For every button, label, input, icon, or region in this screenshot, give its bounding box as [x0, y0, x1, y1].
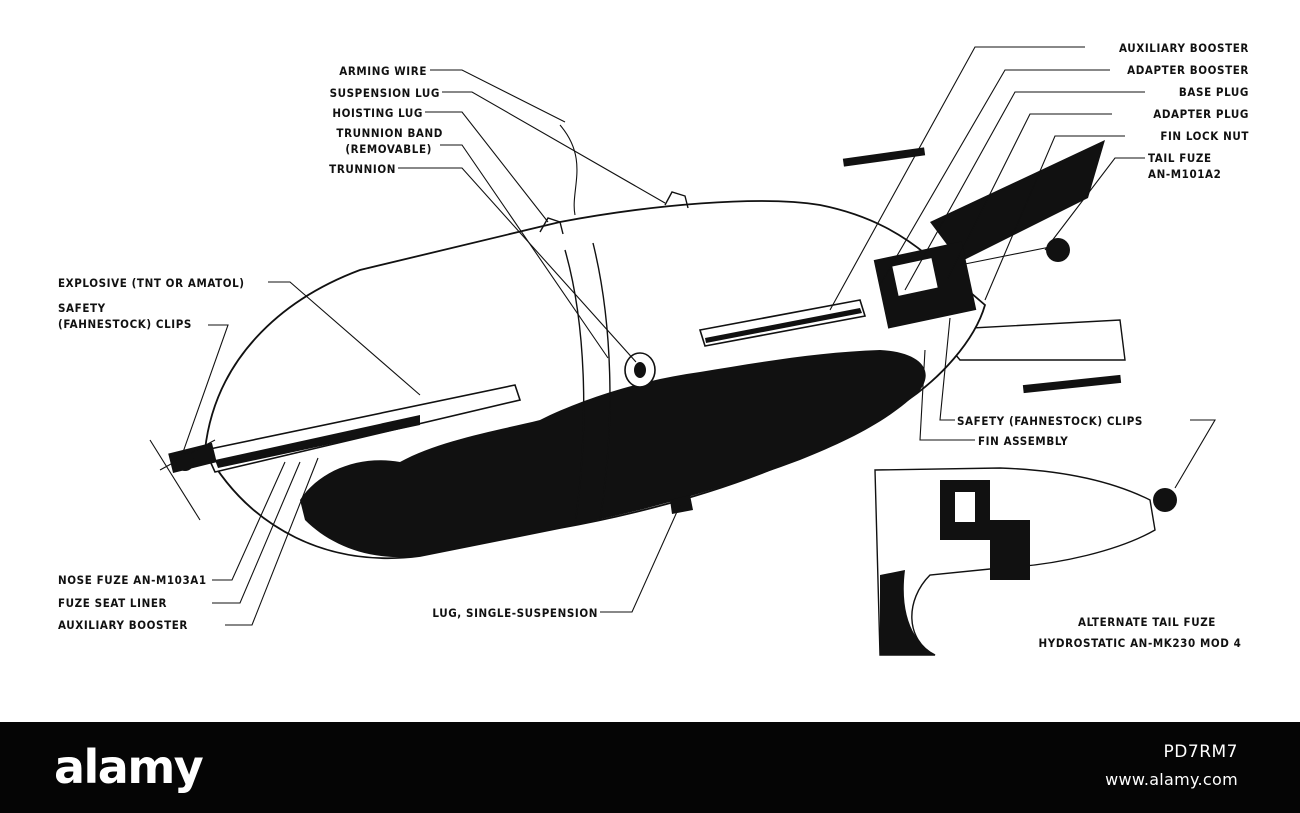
brand-logo: alamy: [54, 740, 204, 794]
label-arming-wire: ARMING WIRE: [339, 64, 427, 78]
label-safety-clips-nose-line2: (FAHNESTOCK) CLIPS: [58, 317, 192, 331]
label-adapter-booster: ADAPTER BOOSTER: [1127, 63, 1249, 77]
suspension-lug-part: [664, 191, 689, 209]
label-trunnion-band-line1: TRUNNION BAND: [336, 126, 443, 140]
label-trunnion: TRUNNION: [329, 162, 396, 176]
label-aux-booster-tail: AUXILIARY BOOSTER: [1119, 41, 1249, 55]
cutaway-interior: [300, 350, 926, 558]
fin-edge-bottom: [1022, 374, 1122, 394]
site-url: www.alamy.com: [1105, 770, 1238, 789]
label-adapter-plug: ADAPTER PLUG: [1153, 107, 1249, 121]
leader-lines: [181, 46, 1216, 626]
label-safety-clips-nose-line1: SAFETY: [58, 301, 106, 315]
nose-fuze-part: [149, 439, 217, 521]
fin-edge-top: [842, 147, 926, 167]
label-suspension-lug: SUSPENSION LUG: [330, 86, 440, 100]
label-tail-fuze-line2: AN-M101A2: [1148, 167, 1221, 181]
label-fuze-seat-liner: FUZE SEAT LINER: [58, 596, 167, 610]
arming-wire-part: [559, 124, 578, 216]
lug-lower-part: [670, 495, 693, 514]
label-alt-tail-fuze-line2: HYDROSTATIC AN-MK230 MOD 4: [1039, 636, 1242, 650]
label-trunnion-band-line2: (REMOVABLE): [345, 142, 432, 156]
label-hoisting-lug: HOISTING LUG: [332, 106, 423, 120]
label-explosive: EXPLOSIVE (TNT OR AMATOL): [58, 276, 245, 290]
label-tail-fuze-line1: TAIL FUZE: [1148, 151, 1212, 165]
label-lug-single-suspension: LUG, SINGLE-SUSPENSION: [432, 606, 598, 620]
label-aux-booster-nose: AUXILIARY BOOSTER: [58, 618, 188, 632]
alt-tail-fuze-inset: [874, 467, 1177, 656]
bomb-illustration: [149, 124, 1126, 560]
label-safety-clips-tail: SAFETY (FAHNESTOCK) CLIPS: [957, 414, 1143, 428]
hoisting-lug-part: [539, 217, 564, 235]
stock-id: PD7RM7: [1163, 742, 1238, 762]
footer-info: PD7RM7 www.alamy.com: [1105, 742, 1238, 789]
label-fin-lock-nut: FIN LOCK NUT: [1160, 129, 1249, 143]
label-base-plug: BASE PLUG: [1179, 85, 1249, 99]
trunnion-band: [564, 249, 585, 526]
fin-upper: [930, 140, 1105, 262]
bomb-cutaway-diagram: ARMING WIRE SUSPENSION LUG HOISTING LUG …: [58, 41, 1249, 656]
tail-fuze-part: [873, 238, 1070, 329]
label-alt-tail-fuze-line1: ALTERNATE TAIL FUZE: [1078, 615, 1216, 629]
watermark-footer: alamy PD7RM7 www.alamy.com: [0, 722, 1300, 813]
label-nose-fuze: NOSE FUZE AN-M103A1: [58, 573, 207, 587]
label-fin-assembly: FIN ASSEMBLY: [978, 434, 1068, 448]
callout-labels: ARMING WIRE SUSPENSION LUG HOISTING LUG …: [58, 41, 1249, 650]
